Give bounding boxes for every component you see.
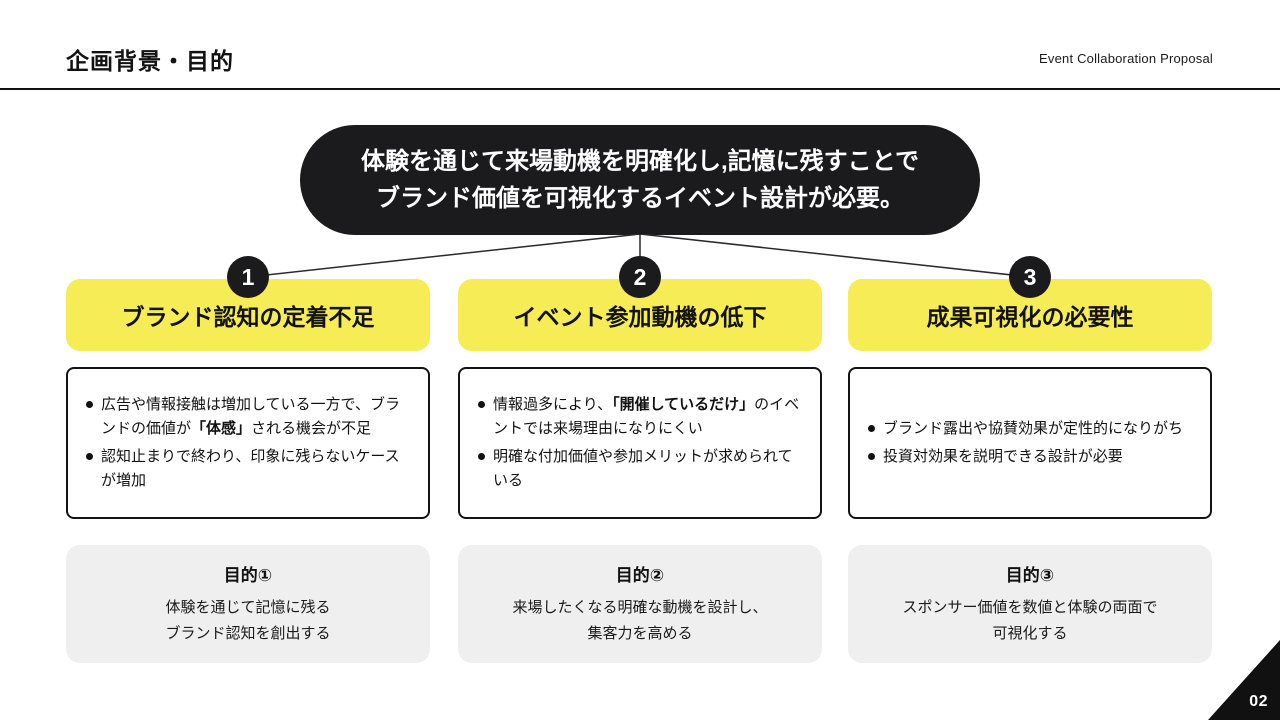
number-badge-3: 3 xyxy=(1009,256,1051,298)
bullet-list: 情報過多により、「開催しているだけ」のイベントでは来場理由になりにくい 明確な付… xyxy=(476,389,804,497)
header-divider xyxy=(0,88,1280,90)
bullet-list: 広告や情報接触は増加している一方で、ブランドの価値が「体感」される機会が不足 認… xyxy=(84,389,412,497)
conclusion-line-2: ブランド価値を可視化するイベント設計が必要。 xyxy=(376,185,904,212)
bullet-text: 情報過多により、 xyxy=(493,396,613,413)
bullet-item: 認知止まりで終わり、印象に残らないケースが増加 xyxy=(84,445,412,493)
bullet-emphasis: 「開催しているだけ」 xyxy=(612,396,755,413)
bullet-item: 広告や情報接触は増加している一方で、ブランドの価値が「体感」される機会が不足 xyxy=(84,393,412,441)
purpose-card-2: 目的② 来場したくなる明確な動機を設計し、 集客力を高める xyxy=(458,545,822,663)
purpose-line-2: 集客力を高める xyxy=(587,625,693,642)
page-corner-triangle xyxy=(1208,640,1280,720)
purpose-line-2: 可視化する xyxy=(992,625,1068,642)
conclusion-line-1: 体験を通じて来場動機を明確化し,記憶に残すことで xyxy=(361,147,919,175)
bullet-item: 情報過多により、「開催しているだけ」のイベントでは来場理由になりにくい xyxy=(476,393,804,441)
purpose-line-1: 体験を通じて記憶に残る xyxy=(165,598,331,616)
column-1-body: 広告や情報接触は増加している一方で、ブランドの価値が「体感」される機会が不足 認… xyxy=(66,367,430,519)
page-title: 企画背景・目的 xyxy=(66,48,234,74)
number-badge-1: 1 xyxy=(227,256,269,298)
column-2-body: 情報過多により、「開催しているだけ」のイベントでは来場理由になりにくい 明確な付… xyxy=(458,367,822,519)
bullet-text: 認知止まりで終わり、印象に残らないケースが増加 xyxy=(101,448,400,489)
bullet-item: 投資対効果を説明できる設計が必要 xyxy=(866,445,1194,469)
bullet-text: のイベントでは来場理由になりにくい xyxy=(493,396,800,437)
column-3-body: ブランド露出や協賛効果が定性的になりがち 投資対効果を説明できる設計が必要 xyxy=(848,367,1212,519)
purpose-text: 体験を通じて記憶に残る ブランド認知を創出する xyxy=(165,595,330,648)
bullet-text: 投資対効果を説明できる設計が必要 xyxy=(883,448,1123,465)
purpose-line-1: 来場したくなる明確な動機を設計し、 xyxy=(512,598,768,616)
bullet-item: 明確な付加価値や参加メリットが求められている xyxy=(476,445,804,493)
purpose-text: スポンサー価値を数値と体験の両面で 可視化する xyxy=(902,595,1157,648)
purpose-title: 目的① xyxy=(223,565,273,585)
header-tagline: Event Collaboration Proposal xyxy=(1039,51,1213,66)
conclusion-banner: 体験を通じて来場動機を明確化し,記憶に残すことで ブランド価値を可視化するイベン… xyxy=(300,125,980,235)
bullet-emphasis: 「体感」 xyxy=(191,420,252,437)
purpose-card-3: 目的③ スポンサー価値を数値と体験の両面で 可視化する xyxy=(848,545,1212,663)
number-badge-2: 2 xyxy=(619,256,661,298)
purpose-line-2: ブランド認知を創出する xyxy=(165,625,331,642)
page-number: 02 xyxy=(1249,693,1268,710)
purpose-card-1: 目的① 体験を通じて記憶に残る ブランド認知を創出する xyxy=(66,545,430,663)
purpose-line-1: スポンサー価値を数値と体験の両面で xyxy=(902,598,1158,616)
bullet-item: ブランド露出や協賛効果が定性的になりがち xyxy=(866,417,1194,441)
bullet-list: ブランド露出や協賛効果が定性的になりがち 投資対効果を説明できる設計が必要 xyxy=(866,413,1194,473)
purpose-title: 目的② xyxy=(615,565,665,585)
bullet-text: 広告や情報接触は増加している一方で、ブランドの価値が xyxy=(101,396,400,437)
bullet-text: ブランド露出や協賛効果が定性的になりがち xyxy=(883,420,1184,437)
bullet-text: される機会が不足 xyxy=(251,420,372,437)
purpose-title: 目的③ xyxy=(1005,565,1055,585)
bullet-text: 明確な付加価値や参加メリットが求められている xyxy=(493,448,793,489)
purpose-text: 来場したくなる明確な動機を設計し、 集客力を高める xyxy=(512,595,767,648)
